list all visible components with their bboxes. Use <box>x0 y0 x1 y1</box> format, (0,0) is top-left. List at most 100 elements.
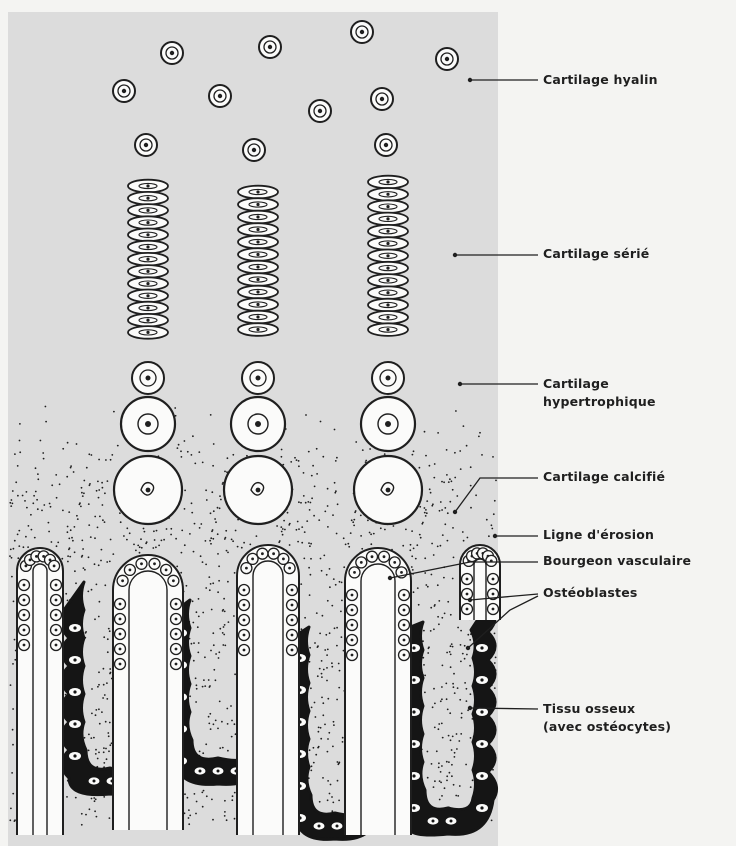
osteoblast-nucleus <box>383 555 386 558</box>
serial-chondrocyte-nucleus <box>146 197 149 200</box>
stipple-dot <box>339 670 341 672</box>
osteoblast-nucleus <box>55 584 58 587</box>
stipple-dot <box>89 484 91 486</box>
stipple-dot <box>431 543 433 545</box>
stipple-dot <box>110 459 112 461</box>
stipple-dot <box>220 499 222 501</box>
stipple-dot <box>430 630 432 632</box>
stipple-dot <box>454 752 456 754</box>
stipple-dot <box>470 466 472 468</box>
stipple-dot <box>313 762 315 764</box>
stipple-dot <box>234 792 236 794</box>
stipple-dot <box>212 538 214 540</box>
stipple-dot <box>210 512 212 514</box>
stipple-dot <box>448 481 450 483</box>
stipple-dot <box>68 538 70 540</box>
stipple-dot <box>322 714 324 716</box>
stipple-dot <box>440 700 442 702</box>
stipple-dot <box>184 793 186 795</box>
stipple-dot <box>350 532 352 534</box>
stipple-dot <box>422 657 424 659</box>
chondrocyte-nucleus <box>218 94 222 98</box>
stipple-dot <box>33 495 35 497</box>
stipple-dot <box>196 611 198 613</box>
hypertrophic-cell-small-nucleus <box>256 376 261 381</box>
stipple-dot <box>177 447 179 449</box>
stipple-dot <box>333 578 335 580</box>
stipple-dot <box>55 474 57 476</box>
stipple-dot <box>281 531 283 533</box>
stipple-dot <box>93 797 95 799</box>
stipple-dot <box>421 523 423 525</box>
stipple-dot <box>488 535 490 537</box>
stipple-dot <box>495 480 497 482</box>
stipple-dot <box>214 518 216 520</box>
stipple-dot <box>218 651 220 653</box>
stipple-dot <box>99 723 101 725</box>
stipple-dot <box>12 663 14 665</box>
stipple-dot <box>309 594 311 596</box>
stipple-dot <box>305 414 307 416</box>
stipple-dot <box>450 645 452 647</box>
stipple-dot <box>451 749 453 751</box>
hypertrophic-cell-small-nucleus <box>146 376 151 381</box>
stipple-dot <box>225 530 227 532</box>
osteocyte-nucleus <box>412 710 415 713</box>
stipple-dot <box>309 661 311 663</box>
stipple-dot <box>98 497 100 499</box>
stipple-dot <box>454 477 456 479</box>
stipple-dot <box>205 743 207 745</box>
stipple-dot <box>205 564 207 566</box>
osteoblast-nucleus <box>55 644 58 647</box>
stipple-dot <box>12 490 14 492</box>
stipple-dot <box>297 541 299 543</box>
stipple-dot <box>210 650 212 652</box>
stipple-dot <box>331 796 333 798</box>
stipple-dot <box>198 616 200 618</box>
stipple-dot <box>17 465 19 467</box>
stipple-dot <box>19 440 21 442</box>
stipple-dot <box>329 586 331 588</box>
stipple-dot <box>283 520 285 522</box>
stipple-dot <box>213 443 215 445</box>
stipple-dot <box>326 654 328 656</box>
stipple-dot <box>419 467 421 469</box>
stipple-dot <box>110 539 112 541</box>
stipple-dot <box>119 512 121 514</box>
stipple-dot <box>11 557 13 559</box>
stipple-dot <box>418 604 420 606</box>
stipple-dot <box>451 643 453 645</box>
stipple-dot <box>224 624 226 626</box>
stipple-dot <box>326 667 328 669</box>
stipple-dot <box>438 728 440 730</box>
stipple-dot <box>433 786 435 788</box>
stipple-dot <box>308 542 310 544</box>
stipple-dot <box>331 662 333 664</box>
stipple-dot <box>237 546 239 548</box>
stipple-dot <box>304 617 306 619</box>
stipple-dot <box>126 539 128 541</box>
stipple-dot <box>494 687 496 689</box>
leader-dot <box>458 382 462 386</box>
stipple-dot <box>298 528 300 530</box>
serial-chondrocyte-nucleus <box>146 184 149 187</box>
stipple-dot <box>424 557 426 559</box>
stipple-dot <box>181 456 183 458</box>
stipple-dot <box>66 476 68 478</box>
stipple-dot <box>305 502 307 504</box>
stipple-dot <box>106 698 108 700</box>
stipple-dot <box>100 560 102 562</box>
stipple-dot <box>300 502 302 504</box>
stipple-dot <box>224 645 226 647</box>
stipple-dot <box>424 507 426 509</box>
stipple-dot <box>441 765 443 767</box>
stipple-dot <box>12 793 14 795</box>
stipple-dot <box>330 784 332 786</box>
stipple-dot <box>436 750 438 752</box>
stipple-dot <box>213 644 215 646</box>
stipple-dot <box>211 491 213 493</box>
stipple-dot <box>191 512 193 514</box>
label-cartilage-calcifie: Cartilage calcifié <box>543 469 665 484</box>
stipple-dot <box>439 780 441 782</box>
serial-chondrocyte-nucleus <box>386 230 389 233</box>
